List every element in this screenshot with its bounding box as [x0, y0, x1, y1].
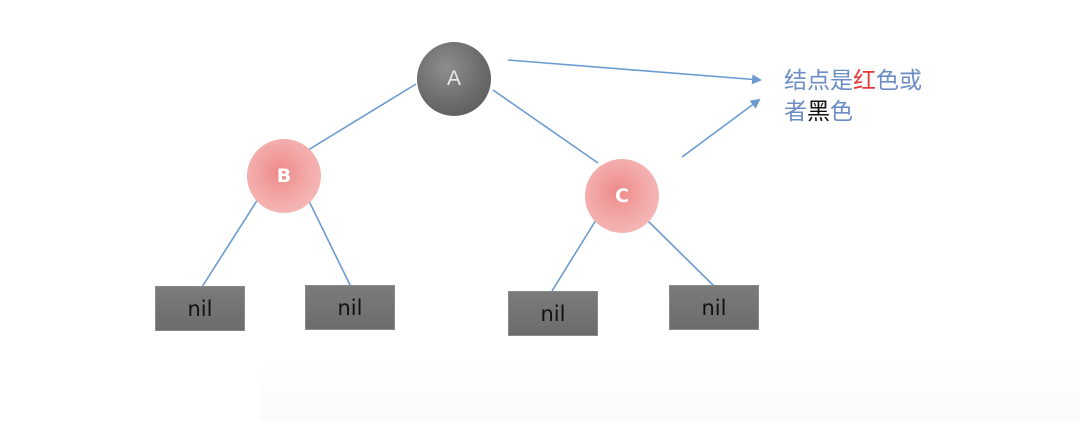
background-shade [260, 360, 1080, 421]
annotation-caption: 结点是红色或者黑色 [784, 66, 964, 128]
node-b: B [247, 139, 321, 213]
edge-a-c [492, 89, 599, 164]
nil-leaf-3: nil [508, 291, 598, 336]
caption-black-word: 黑 [807, 99, 830, 125]
node-a: A [417, 42, 491, 116]
nil-leaf-4: nil [669, 285, 759, 330]
caption-part-1: 结点是 [784, 68, 853, 94]
edge-b-nil-1 [201, 198, 259, 288]
caption-red-word: 红 [853, 68, 876, 94]
node-b-label: B [276, 165, 292, 187]
caption-part-2: 色或 [876, 68, 922, 94]
nil-leaf-1: nil [155, 286, 245, 331]
edge-c-nil-4 [647, 220, 715, 287]
node-c: C [585, 159, 659, 233]
edge-a-b [299, 83, 417, 156]
edge-c-nil-3 [551, 219, 597, 292]
nil-leaf-label: nil [337, 295, 363, 320]
nil-leaf-2: nil [305, 285, 395, 330]
caption-part-4: 色 [830, 99, 853, 125]
arrow-from-a [507, 59, 762, 85]
nil-leaf-label: nil [540, 301, 566, 326]
nil-leaf-label: nil [187, 296, 213, 321]
arrow-from-c [681, 98, 761, 158]
nil-leaf-label: nil [701, 295, 727, 320]
caption-part-3: 者 [784, 99, 807, 125]
edge-b-nil-2 [307, 198, 352, 288]
node-c-label: C [615, 185, 629, 207]
node-a-label: A [446, 67, 461, 90]
